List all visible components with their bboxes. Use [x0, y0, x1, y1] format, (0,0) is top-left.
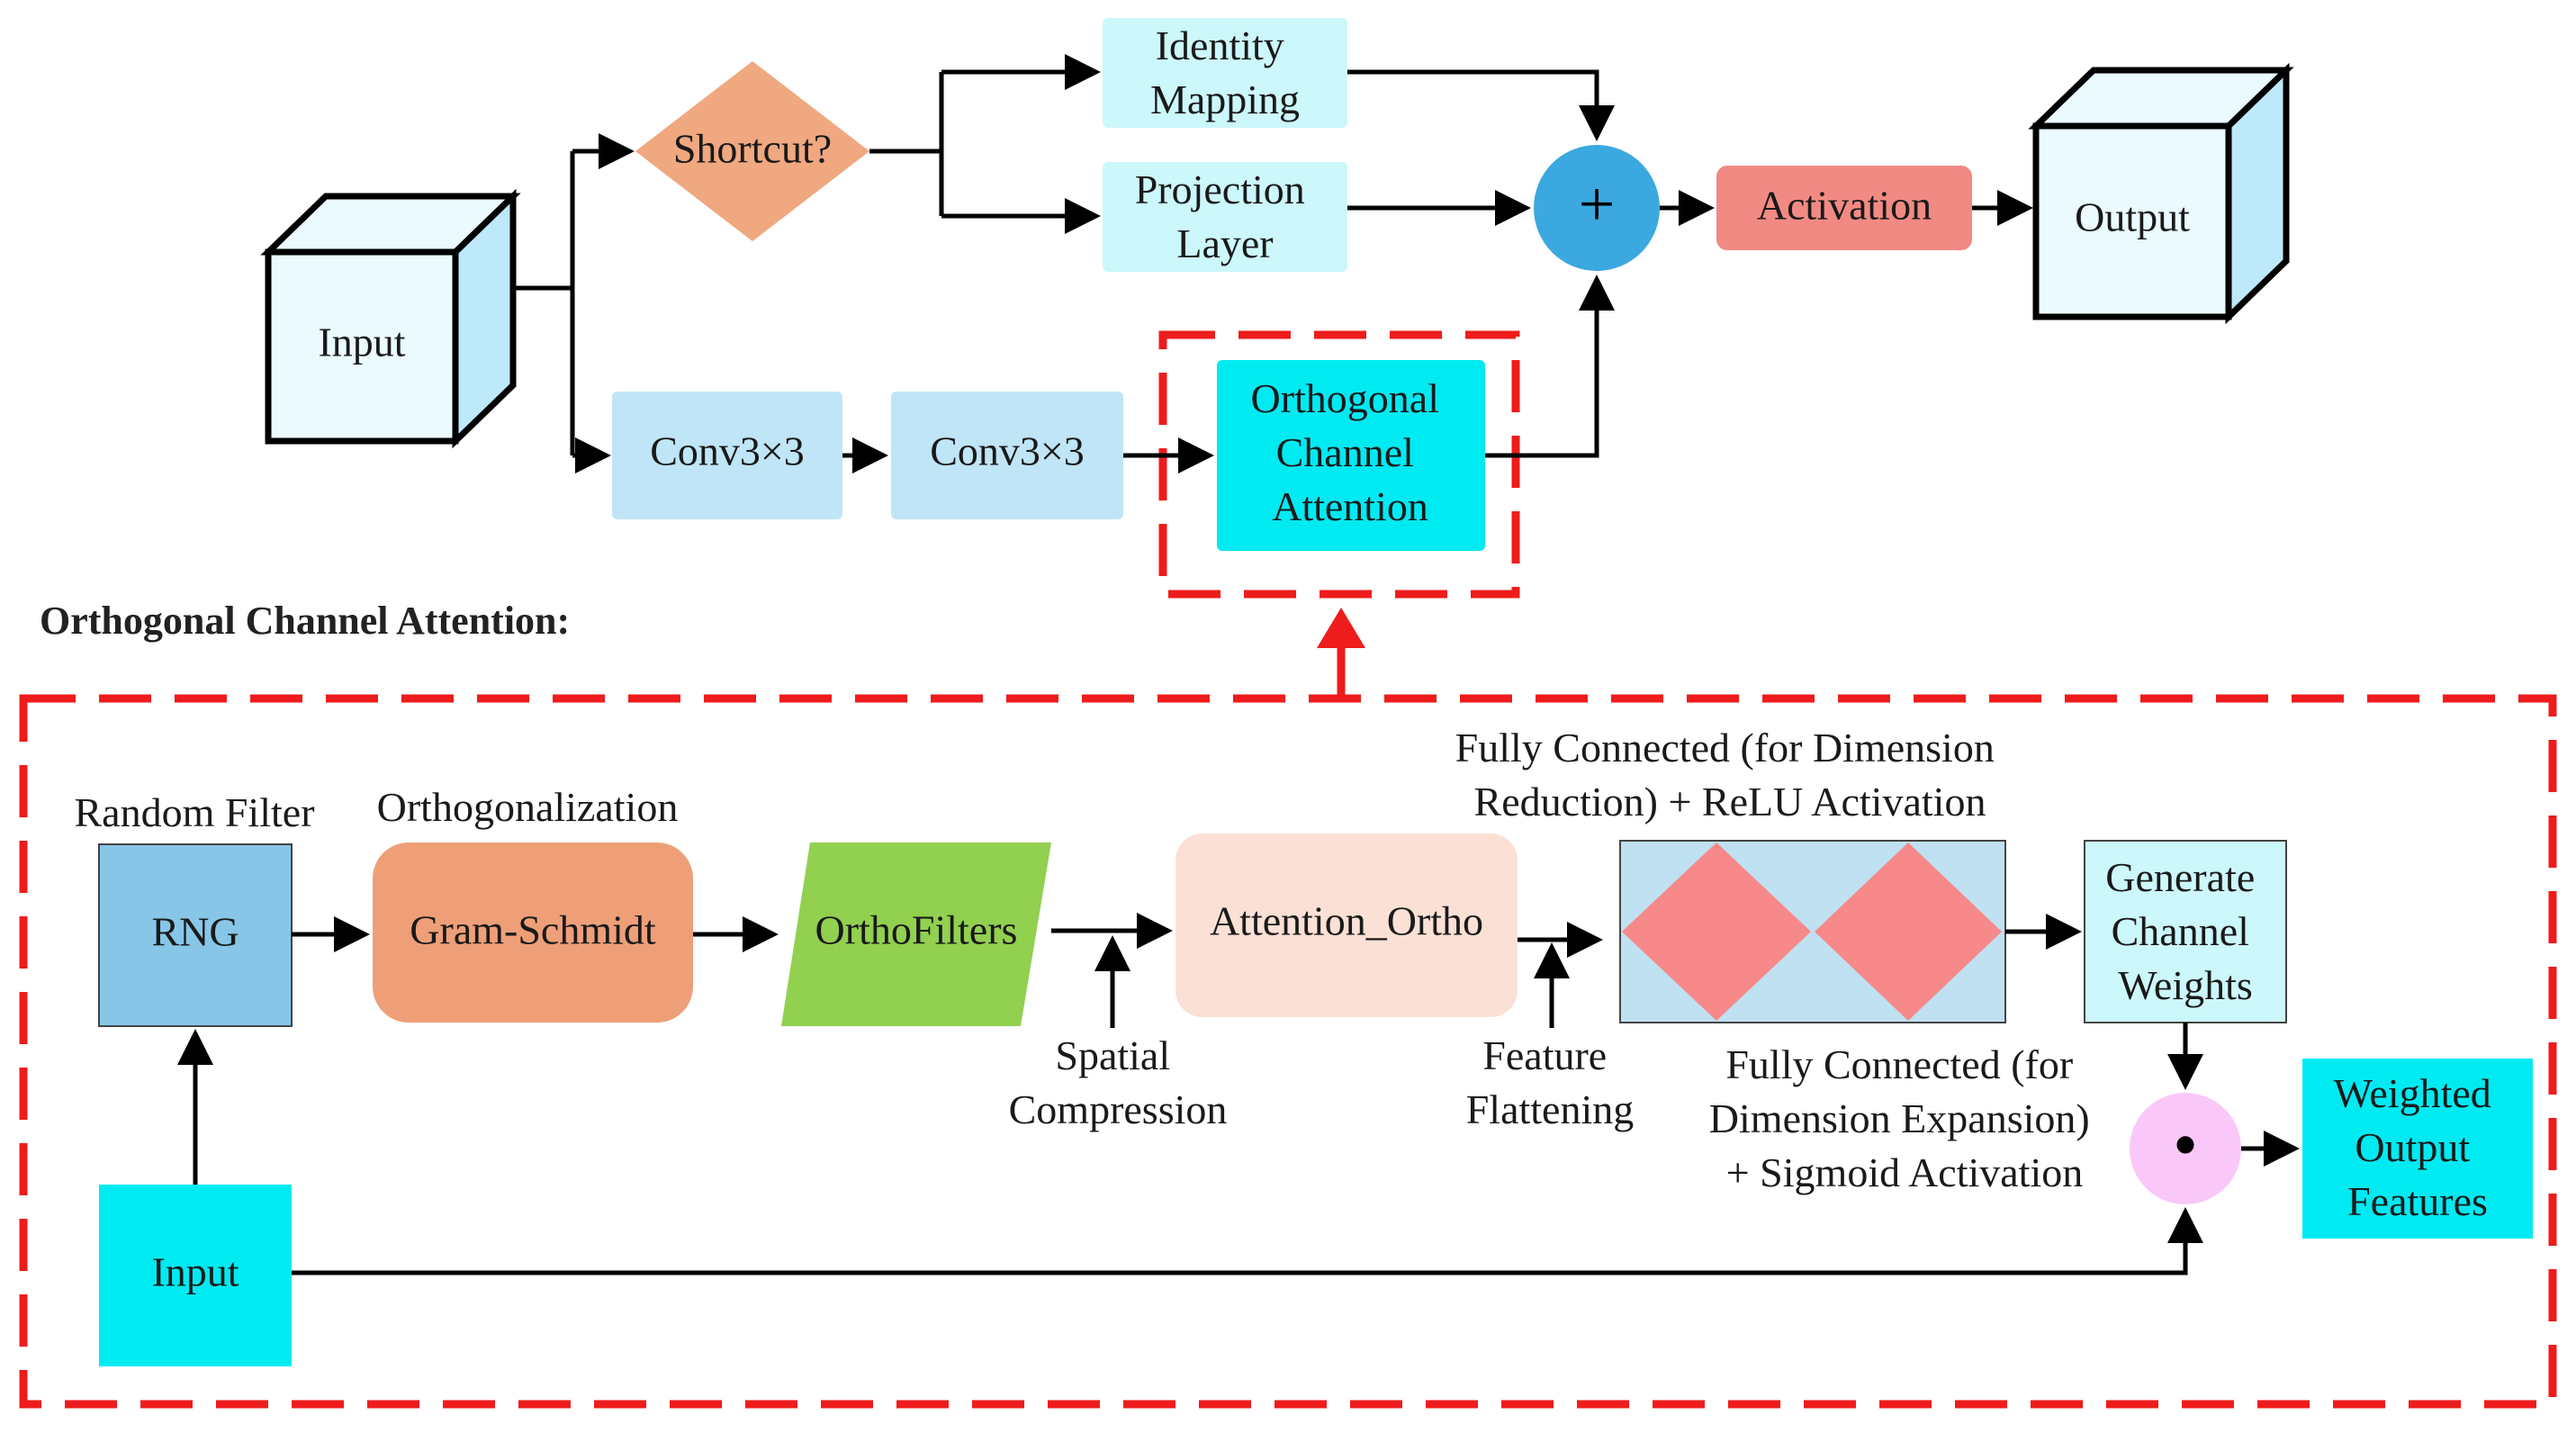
svg-text:Orthogonal Channel: Orthogonal Channel Attention: [1250, 375, 1449, 529]
conv-1-label: Conv3×3: [650, 428, 805, 474]
attention-ortho-label: Attention_Ortho: [1210, 898, 1483, 944]
spatial-label-1: Spatial: [1055, 1032, 1170, 1078]
input-cube-label: Input: [318, 320, 405, 365]
flattening-label-2: Flattening: [1466, 1086, 1635, 1132]
oca-detail-frame: [19, 694, 2557, 1409]
generate-label-3: Weights: [2118, 962, 2253, 1008]
fc-layers-block: [1619, 840, 2006, 1023]
random-filter-label: Random Filter: [74, 789, 314, 835]
svg-text:Fully Connected (for Dimension: Fully Connected (for Dimension Reduction…: [1455, 725, 2005, 825]
weighted-label-1: Weighted: [2334, 1070, 2491, 1116]
gram-schmidt-box: Gram-Schmidt: [373, 843, 693, 1023]
flattening-label-1: Feature: [1482, 1032, 1607, 1078]
add-circle: +: [1534, 145, 1660, 271]
multiply-circle: •: [2130, 1093, 2241, 1204]
oca-label-2: Channel: [1276, 429, 1414, 475]
multiply-symbol: •: [2173, 1105, 2198, 1185]
output-cube: Output: [2028, 62, 2294, 325]
fc-expansion-label-2: Dimension Expansion): [1709, 1095, 2090, 1141]
shortcut-label: Shortcut?: [673, 126, 832, 172]
fc-expansion-label-3: + Sigmoid Activation: [1726, 1149, 2084, 1195]
generate-label-1: Generate: [2105, 854, 2255, 900]
conv-box-1: Conv3×3: [612, 392, 842, 519]
spatial-label-2: Compression: [1009, 1086, 1228, 1132]
weighted-label-3: Features: [2347, 1178, 2488, 1224]
oca-label-3: Attention: [1272, 483, 1428, 529]
add-symbol: +: [1579, 168, 1616, 240]
identity-label-1: Identity: [1156, 23, 1284, 68]
rng-box: RNG: [98, 843, 293, 1027]
conv-2-label: Conv3×3: [930, 428, 1085, 474]
svg-text:Projection Layer: Projection Layer: [1135, 167, 1316, 266]
orthogonalization-label: Orthogonalization: [377, 784, 679, 830]
oca-input-box: Input: [99, 1185, 292, 1366]
ortho-filters-label: OrthoFilters: [815, 907, 1018, 953]
projection-layer-box: Projection Layer: [1103, 162, 1347, 272]
svg-text:Feature Flattening: Feature Flattening: [1466, 1032, 1635, 1132]
top-connectors: [513, 54, 2033, 473]
output-cube-label: Output: [2075, 194, 2190, 240]
oca-highlight-frame: [1158, 330, 1520, 599]
oca-label-1: Orthogonal: [1250, 375, 1439, 421]
fc-expansion-label-1: Fully Connected (for: [1725, 1041, 2073, 1087]
fc-expansion-diamond: [1815, 843, 2002, 1021]
conv-box-2: Conv3×3: [891, 392, 1123, 519]
activation-label: Activation: [1757, 183, 1932, 229]
activation-box: Activation: [1716, 166, 1972, 250]
svg-text:Spatial Compression: Spatial Compression: [1009, 1032, 1228, 1132]
attention-ortho-box: Attention_Ortho: [1175, 834, 1518, 1017]
fc-reduction-diamond: [1622, 843, 1811, 1021]
generate-label-2: Channel: [2112, 908, 2249, 954]
svg-text:Identity Mapping: Identity Mapping: [1150, 23, 1300, 122]
projection-label-2: Layer: [1176, 221, 1273, 266]
weighted-output-box: Weighted Output Features: [2302, 1059, 2533, 1239]
ortho-filters-shape: OrthoFilters: [781, 843, 1051, 1026]
rng-label: RNG: [151, 909, 239, 955]
shortcut-diamond: Shortcut?: [635, 61, 869, 241]
identity-label-2: Mapping: [1150, 77, 1300, 122]
input-cube: Input: [260, 188, 521, 449]
fc-reduction-label-2: Reduction) + ReLU Activation: [1474, 779, 1986, 825]
oca-section-heading: Orthogonal Channel Attention:: [40, 599, 570, 643]
identity-mapping-box: Identity Mapping: [1103, 18, 1347, 128]
projection-label-1: Projection: [1135, 167, 1305, 212]
oca-box: Orthogonal Channel Attention: [1217, 360, 1485, 551]
weighted-label-2: Output: [2355, 1124, 2470, 1170]
oca-input-label: Input: [151, 1249, 239, 1295]
svg-text:Fully Connected (for Dimen: Fully Connected (for Dimension Expansion…: [1709, 1041, 2100, 1195]
svg-text:Weighted Output Fe: Weighted Output Features: [2334, 1070, 2502, 1224]
generate-weights-box: Generate Channel Weights: [2084, 840, 2287, 1023]
fc-reduction-label-1: Fully Connected (for Dimension: [1455, 725, 1995, 771]
svg-text:Generate Channel W: Generate Channel Weights: [2105, 854, 2265, 1008]
bottom-connectors: [177, 913, 2300, 1275]
gram-schmidt-label: Gram-Schmidt: [410, 907, 656, 953]
